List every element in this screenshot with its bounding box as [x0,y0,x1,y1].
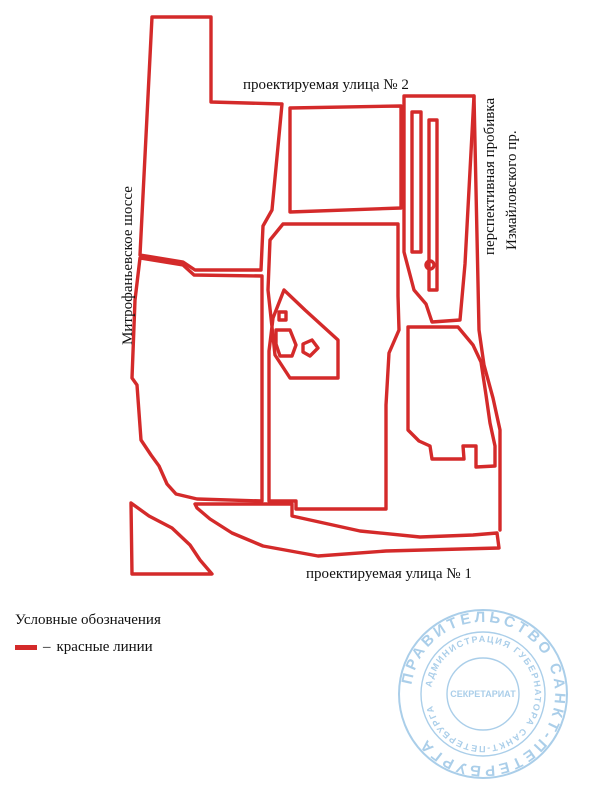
parcel-south-triangle [129,501,214,576]
street-1-label: проектируемая улица № 1 [306,566,472,582]
legend-dash: – [43,639,51,655]
legend-title: Условные обозначения [15,612,161,628]
legend-item-red-lines: – красные линии [15,639,153,656]
parcel-east-south [406,325,497,469]
parcel-central-inner [274,328,298,358]
parcel-west-north [138,15,284,272]
legend-red-line-swatch [15,645,37,650]
parcel-east-ring [424,259,436,271]
parcel-north-block [288,104,403,214]
official-seal: ПРАВИТЕЛЬСТВО САНКТ-ПЕТЕРБУРГА АДМИНИСТР… [398,609,568,779]
seal-center-text: СЕКРЕТАРИАТ [450,689,516,699]
highway-label: Митрофаньевское шоссе [120,186,136,345]
parcel-west-middle [130,256,264,503]
parcel-central-small-b [301,338,320,358]
parcel-east-strip [410,110,423,254]
prospect-label-line2: Измайловского пр. [504,130,520,250]
outer-east-boundary [472,94,502,532]
prospect-label-line1: перспективная пробивка [482,98,498,255]
legend-item-label: красные линии [56,639,153,655]
parcel-east-strip-b [427,118,439,292]
parcel-east-long [402,94,476,324]
street-2-label: проектируемая улица № 2 [243,77,409,93]
parcel-central-small-a [277,310,288,322]
parcel-central [266,222,401,511]
parcel-south-strip [193,502,501,558]
